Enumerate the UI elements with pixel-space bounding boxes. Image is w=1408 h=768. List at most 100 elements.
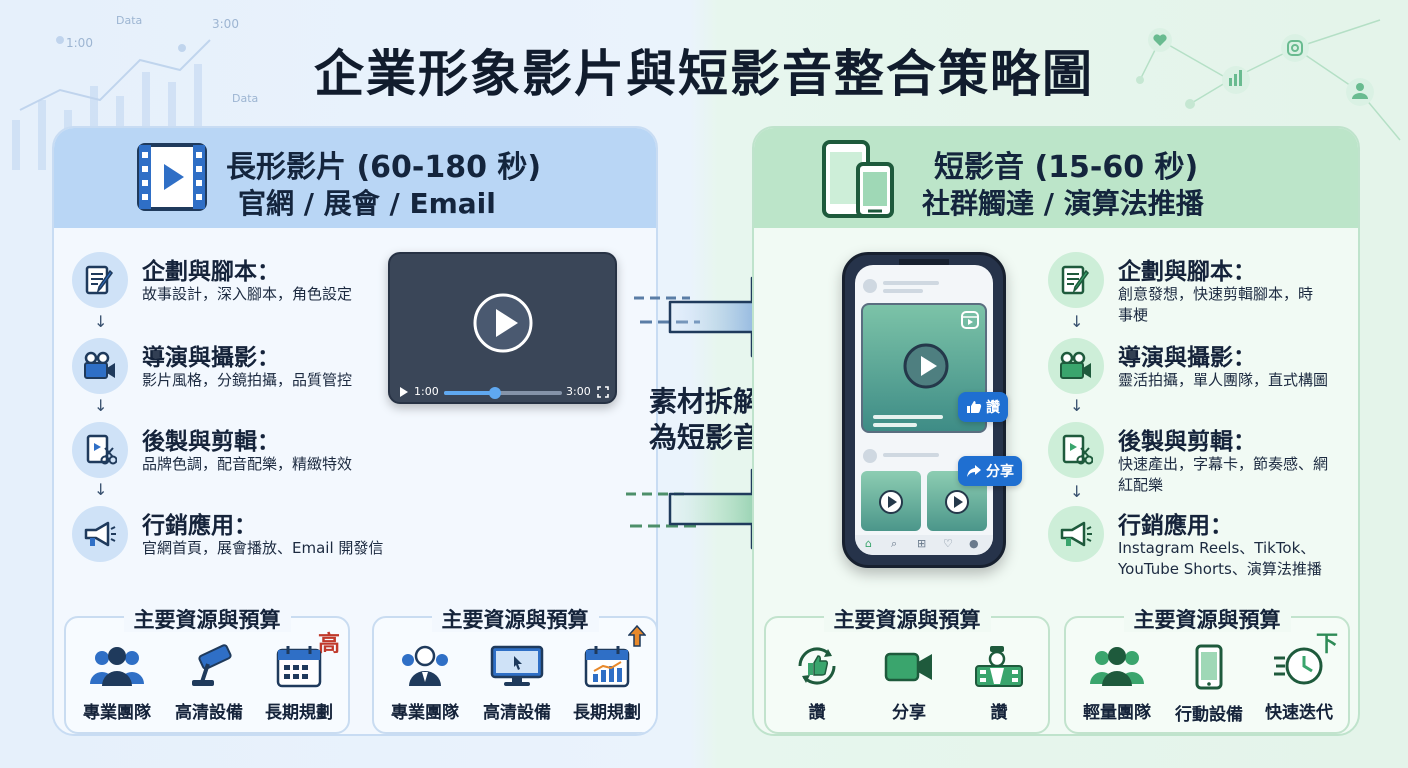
avatar [863, 279, 877, 293]
placeholder-line [883, 453, 939, 457]
fast-clock-icon [1274, 647, 1323, 685]
resource-item: 快速迭代 [1254, 644, 1344, 723]
resource-label: 長期規劃 [265, 703, 333, 723]
right-resources-social: 主要資源與預算 讚 分享 讚 [764, 608, 1050, 734]
thumbs-up-icon [967, 401, 982, 413]
resource-label: 專業團隊 [391, 703, 459, 723]
placeholder-line [883, 281, 939, 285]
resources-title: 主要資源與預算 [431, 608, 599, 632]
resource-label: 專業團隊 [83, 703, 151, 723]
resources-title: 主要資源與預算 [1123, 608, 1291, 632]
film-play-icon [137, 143, 207, 211]
resource-item: 專業團隊 [380, 644, 470, 723]
flow-arrow-down-icon: ↓ [1070, 312, 1084, 331]
team-icon [1090, 647, 1144, 686]
share-button[interactable]: 分享 [958, 456, 1022, 486]
search-icon[interactable]: ⌕ [891, 537, 898, 550]
left-step-desc: 品牌色調，配音配樂，精緻特效 [142, 455, 353, 473]
resource-item: 專業團隊 [72, 644, 162, 723]
share-arrow-icon [967, 465, 981, 477]
bg-time-label-top: 3:00 [212, 17, 239, 31]
resource-item: 讚 [772, 644, 862, 723]
resource-label: 輕量團隊 [1083, 703, 1151, 723]
resources-title: 主要資源與預算 [823, 608, 991, 632]
video-progress-track[interactable] [444, 387, 562, 399]
resource-label: 快速迭代 [1265, 703, 1333, 723]
reels-icon [961, 311, 979, 329]
placeholder-line [873, 415, 943, 419]
video-camera-icon [72, 338, 128, 394]
left-step-title: 導演與攝影： [142, 345, 280, 371]
phone-screen: ⌂ ⌕ ⊞ ♡ ● [855, 265, 993, 555]
left-resources-high: 主要資源與預算 高 專業團隊 高清設備 長期規劃 [64, 608, 350, 734]
edit-scissors-icon [72, 422, 128, 478]
resource-label: 讚 [990, 703, 1008, 723]
transform-caption-line1: 素材拆解 [648, 385, 761, 418]
profile-icon[interactable]: ● [969, 537, 979, 550]
bg-time-label-left: 1:00 [66, 36, 93, 50]
left-step-title: 企劃與腳本： [142, 259, 280, 285]
resources-title: 主要資源與預算 [123, 608, 291, 632]
placeholder-line [883, 289, 923, 293]
video-camera-icon [1048, 338, 1104, 394]
resource-item: 長期規劃 [562, 644, 652, 723]
play-button-icon[interactable] [472, 292, 534, 354]
video-time-end: 3:00 [566, 385, 591, 398]
edit-scissors-icon [1048, 422, 1104, 478]
play-button-icon[interactable] [903, 343, 949, 389]
bg-data-label-mid: Data [232, 92, 259, 105]
resource-label: 長期規劃 [573, 703, 641, 723]
phone-nav-bar: ⌂ ⌕ ⊞ ♡ ● [855, 535, 993, 555]
camera-crane-icon [192, 644, 232, 686]
long-video-channels: 官網 / 展會 / Email [238, 187, 496, 220]
play-button-icon[interactable] [878, 489, 904, 515]
flow-arrow-down-icon: ↓ [94, 396, 108, 415]
mobile-devices-icon [822, 140, 894, 218]
left-step-desc: 官網首頁，展會播放、Email 開發信 [142, 539, 384, 557]
right-step-title: 導演與攝影： [1118, 345, 1256, 371]
right-step-title: 企劃與腳本： [1118, 259, 1256, 285]
left-resources-growth: 主要資源與預算 專業團隊 高清設備 長期規劃 [372, 608, 656, 734]
resource-item: 分享 [864, 644, 954, 723]
transform-caption-line2: 為短影音 [648, 421, 761, 454]
short-video-title: 短影音 (15-60 秒) [934, 150, 1199, 185]
resource-label: 行動設備 [1175, 705, 1243, 725]
play-button-icon[interactable] [944, 489, 970, 515]
video-thumbnail[interactable] [861, 471, 921, 531]
resource-label: 讚 [808, 703, 826, 723]
long-video-player[interactable]: 1:00 3:00 [388, 252, 617, 404]
calendar-chart-icon [584, 646, 630, 688]
video-time-start: 1:00 [414, 385, 439, 398]
fullscreen-icon[interactable] [597, 386, 609, 398]
right-step-desc: Instagram Reels、TikTok、YouTube Shorts、演算… [1118, 539, 1322, 578]
heart-icon[interactable]: ♡ [943, 537, 953, 550]
like-label: 讚 [986, 400, 1000, 416]
video-progress-knob[interactable] [488, 387, 501, 399]
home-icon[interactable]: ⌂ [865, 537, 872, 550]
resource-item: 讚 [954, 644, 1044, 723]
script-pencil-icon [1048, 252, 1104, 308]
video-camera-icon [884, 652, 932, 682]
right-step-title: 行銷應用： [1118, 513, 1233, 539]
professional-person-icon [402, 645, 448, 686]
creator-icon [975, 646, 1023, 687]
short-video-channels: 社群觸達 / 演算法推播 [922, 187, 1204, 220]
left-step-desc: 故事設計，深入腳本，角色設定 [142, 285, 353, 303]
share-label: 分享 [986, 464, 1014, 480]
resource-item: 高清設備 [164, 644, 254, 723]
placeholder-line [873, 423, 917, 427]
right-step-desc: 創意發想，快速剪輯腳本，時事梗 [1118, 285, 1314, 324]
featured-video-card[interactable] [861, 303, 987, 433]
resource-label: 分享 [892, 703, 926, 723]
left-step-desc: 影片風格，分鏡拍攝，品質管控 [142, 371, 353, 389]
megaphone-icon [1048, 506, 1104, 562]
resource-label: 高清設備 [483, 703, 551, 723]
player-play-icon[interactable] [399, 386, 409, 398]
add-icon[interactable]: ⊞ [917, 537, 927, 550]
like-button[interactable]: 讚 [958, 392, 1008, 422]
resource-item: 高清設備 [472, 644, 562, 723]
avatar [863, 449, 877, 463]
left-step-title: 後製與剪輯： [142, 429, 280, 455]
resource-item: 長期規劃 [254, 644, 344, 723]
left-step-title: 行銷應用： [142, 513, 257, 539]
